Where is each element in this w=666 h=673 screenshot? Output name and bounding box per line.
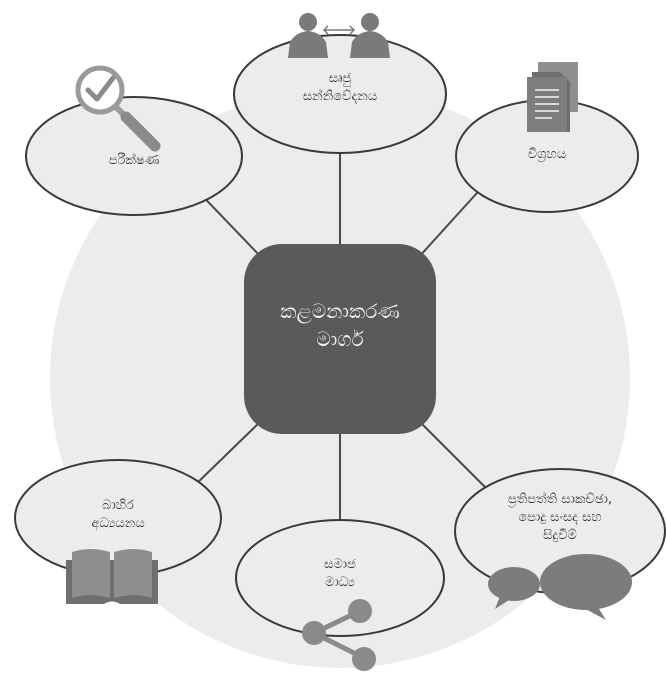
center-label-line: කළමනාකරණ xyxy=(280,299,400,323)
label-line: ප්‍රතිපත්ති සාකච්ඡා, xyxy=(507,492,613,507)
label-line: අධ්‍යයනය xyxy=(91,516,145,531)
share-icon xyxy=(302,599,376,671)
label-line: සෘජු xyxy=(328,71,352,86)
node-social-media xyxy=(235,519,445,637)
label-line: සමාජ xyxy=(324,557,356,572)
label-line: සන්නිවේදනය xyxy=(302,89,378,104)
center-label-line: මාර්ග xyxy=(316,327,364,351)
magnifier-check-icon xyxy=(75,65,161,152)
label-direct-communication: සෘජු සන්නිවේදනය xyxy=(260,70,420,106)
label-evaluation: පරීක්ෂණ xyxy=(64,152,204,170)
label-line: පොදු සංසද සහ xyxy=(518,510,602,525)
label-social-media: සමාජ මාධ්‍ය xyxy=(270,556,410,592)
center-label: කළමනාකරණ මාර්ග xyxy=(244,297,436,353)
label-line: විග්‍රහය xyxy=(527,147,567,162)
label-external-study: බාහිර අධ්‍යයනය xyxy=(48,497,188,533)
label-analysis: විග්‍රහය xyxy=(487,146,607,164)
speech-bubbles-icon xyxy=(488,554,632,620)
open-book-icon xyxy=(66,549,158,604)
label-line: සිදුවීම් xyxy=(543,528,577,543)
connector-lower-right xyxy=(417,419,487,489)
label-line: බාහිර xyxy=(102,498,134,513)
center-node xyxy=(244,244,436,434)
node-evaluation xyxy=(25,96,243,216)
node-direct-communication xyxy=(233,34,447,154)
people-exchange-icon xyxy=(288,13,390,58)
label-line: පරීක්ෂණ xyxy=(108,153,160,168)
label-discussions: ප්‍රතිපත්ති සාකච්ඡා, පොදු සංසද සහ සිදුවී… xyxy=(470,491,650,545)
documents-icon xyxy=(527,62,578,132)
connector-lower-left xyxy=(191,419,263,489)
connector-upper-right xyxy=(417,182,487,259)
connectors xyxy=(189,118,487,528)
label-line: මාධ්‍ය xyxy=(325,575,355,590)
